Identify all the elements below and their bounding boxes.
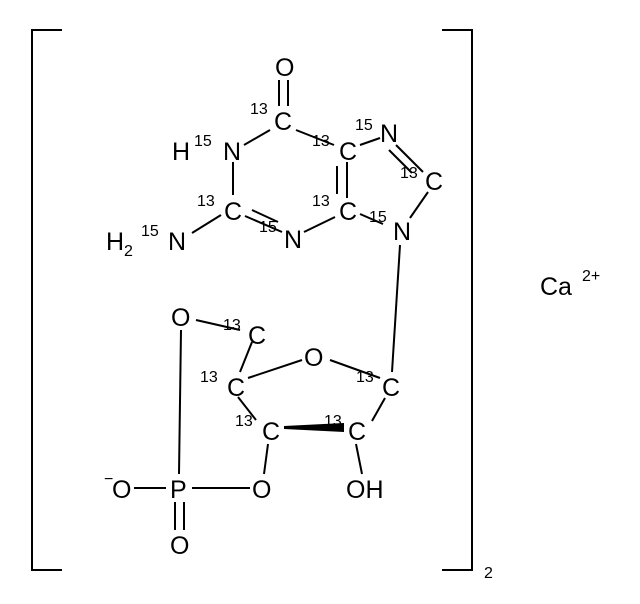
atom-c3-prime: C xyxy=(262,418,280,446)
atom-n-amino: N xyxy=(168,228,186,256)
atom-c4-prime: C xyxy=(227,374,245,402)
atom-c2-prime: C xyxy=(348,418,366,446)
subscript: 2 xyxy=(124,243,133,260)
counterion-ca: Ca xyxy=(540,273,572,301)
isotope-label: 15 xyxy=(369,209,387,226)
atom-c6: C xyxy=(274,108,292,136)
atom-n7: N xyxy=(380,120,398,148)
atom-n9: N xyxy=(393,218,411,246)
atom-o3: O xyxy=(252,476,271,504)
isotope-label: 13 xyxy=(312,193,330,210)
atom-c2: C xyxy=(224,198,242,226)
isotope-label: 13 xyxy=(250,101,268,118)
bracket-subscript: 2 xyxy=(484,565,493,582)
bonds xyxy=(134,80,429,530)
isotope-label: 13 xyxy=(312,133,330,150)
isotope-label: 15 xyxy=(259,219,277,236)
isotope-label: 15 xyxy=(194,133,212,150)
isotope-label: 13 xyxy=(235,413,253,430)
atom-o-carbonyl: O xyxy=(275,54,294,82)
atom-c1-prime: C xyxy=(382,374,400,402)
left-bracket xyxy=(31,29,62,571)
isotope-label: 13 xyxy=(356,369,374,386)
atom-c5-prime: C xyxy=(248,322,266,350)
atom-o-minus: O xyxy=(112,476,131,504)
isotope-label: 13 xyxy=(200,369,218,386)
isotope-label: 13 xyxy=(223,317,241,334)
isotope-label: 13 xyxy=(324,413,342,430)
atom-h: H xyxy=(106,228,124,256)
atom-o4: O xyxy=(304,344,323,372)
counterion-charge: 2+ xyxy=(582,268,600,285)
isotope-label: 15 xyxy=(141,223,159,240)
charge-label: − xyxy=(104,471,113,488)
atom-oh: OH xyxy=(346,476,384,504)
atom-n3: N xyxy=(284,226,302,254)
atom-o5: O xyxy=(171,304,190,332)
atom-c5: C xyxy=(339,138,357,166)
atom-o-double: O xyxy=(170,532,189,560)
isotope-label: 13 xyxy=(197,193,215,210)
atom-n1: N xyxy=(223,138,241,166)
atom-c8: C xyxy=(425,168,443,196)
atom-p: P xyxy=(170,476,187,504)
isotope-label: 13 xyxy=(400,165,418,182)
right-bracket xyxy=(442,29,473,571)
isotope-label: 15 xyxy=(355,117,373,134)
atom-h: H xyxy=(172,138,190,166)
atom-c4: C xyxy=(339,198,357,226)
